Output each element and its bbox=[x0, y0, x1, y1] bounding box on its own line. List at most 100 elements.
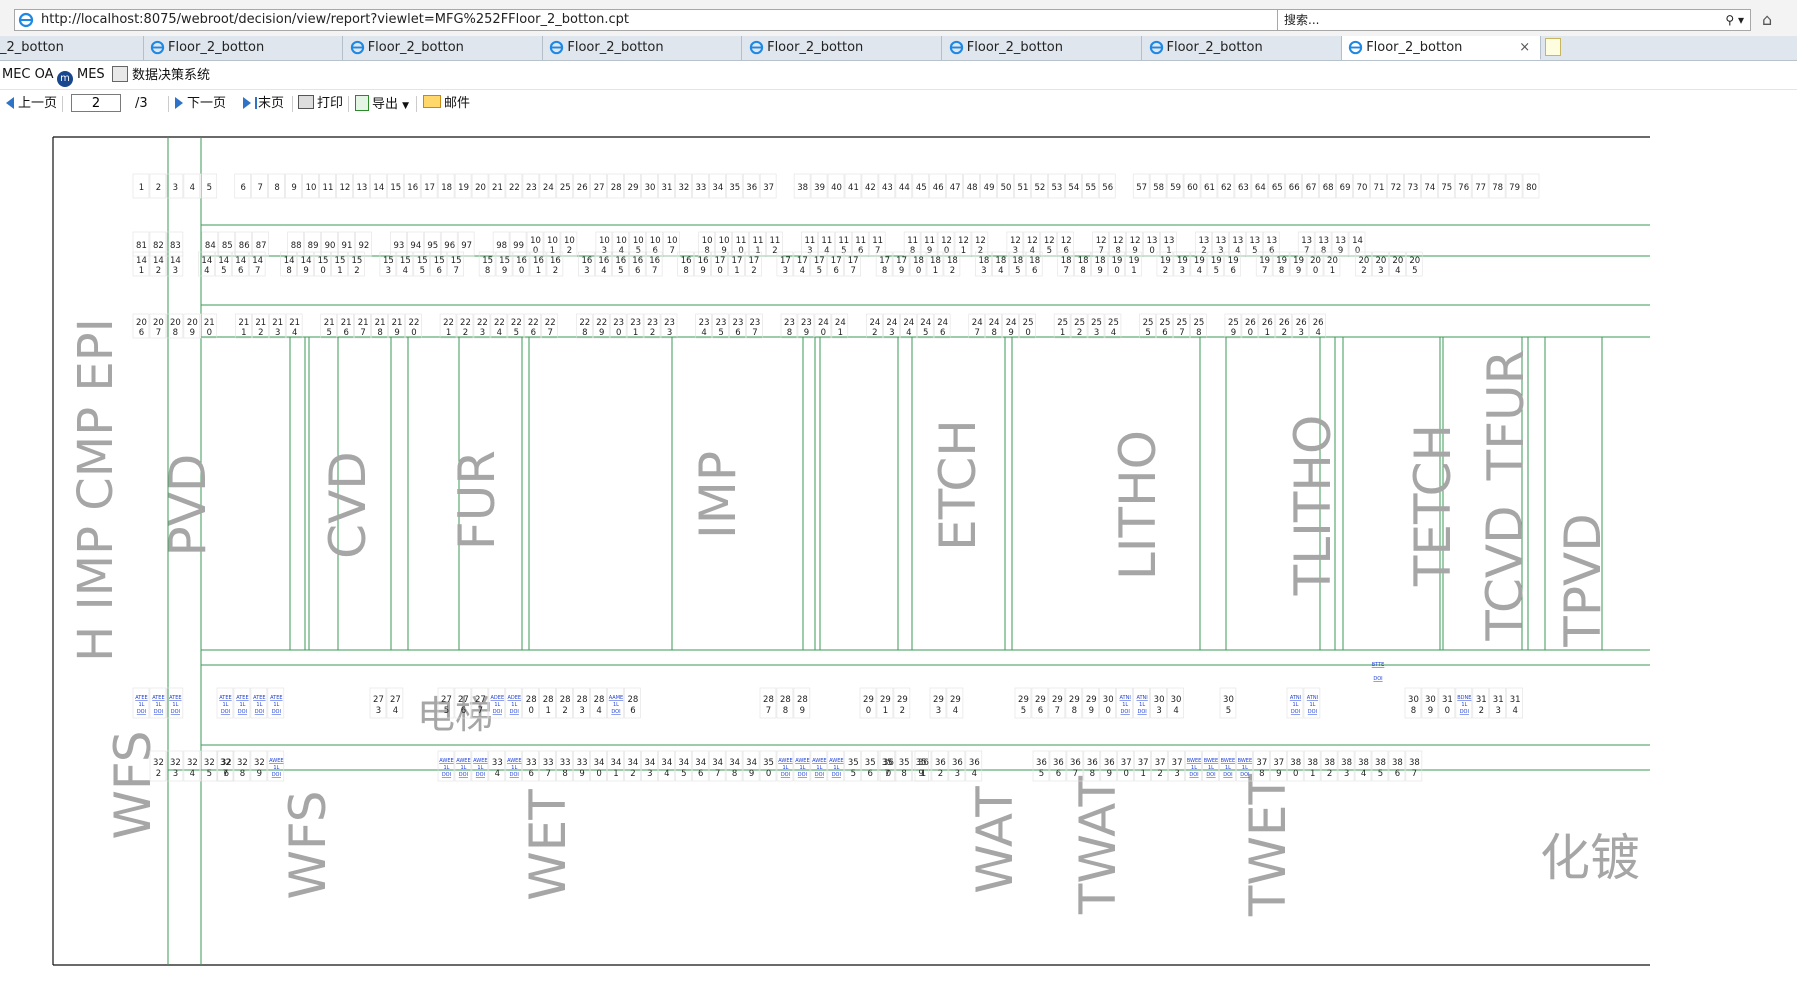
slot-number[interactable]: 1 bbox=[633, 328, 638, 338]
slot-cell[interactable] bbox=[304, 231, 321, 257]
slot-number[interactable]: 7 bbox=[1055, 706, 1060, 716]
slot-number[interactable]: 8 bbox=[1279, 266, 1284, 276]
slot-number[interactable]: 0 bbox=[1124, 769, 1129, 779]
slot-cell[interactable] bbox=[354, 313, 371, 339]
slot-number[interactable]: 28 bbox=[628, 695, 639, 705]
slot-cell[interactable] bbox=[1092, 231, 1109, 257]
slot-number[interactable]: 16 bbox=[533, 256, 544, 266]
tool-link[interactable]: 1L bbox=[256, 702, 262, 708]
slot-cell[interactable] bbox=[851, 231, 869, 257]
slot-cell[interactable] bbox=[916, 313, 934, 339]
slot-number[interactable]: 2 bbox=[553, 266, 558, 276]
slot-cell[interactable] bbox=[1126, 231, 1143, 257]
slot-number[interactable]: 27 bbox=[441, 695, 452, 705]
slot-cell[interactable] bbox=[892, 251, 910, 277]
slot-number[interactable]: 7 bbox=[453, 266, 458, 276]
slot-cell[interactable] bbox=[1133, 687, 1150, 719]
slot-cell[interactable] bbox=[578, 251, 595, 277]
slot-number[interactable]: 6 bbox=[858, 246, 863, 256]
slot-number[interactable]: 12 bbox=[1061, 236, 1072, 246]
slot-cell[interactable] bbox=[646, 231, 663, 257]
slot-number[interactable]: 51 bbox=[1018, 183, 1029, 193]
slot-cell[interactable] bbox=[396, 251, 414, 277]
slot-cell[interactable] bbox=[231, 251, 249, 277]
slot-number[interactable]: 0 bbox=[916, 266, 921, 276]
slot-cell[interactable] bbox=[1151, 750, 1168, 782]
slot-number[interactable]: 5 bbox=[1378, 769, 1383, 779]
slot-number[interactable]: 18 bbox=[1078, 256, 1089, 266]
slot-number[interactable]: 13 bbox=[1249, 236, 1260, 246]
slot-cell[interactable] bbox=[868, 231, 886, 257]
slot-cell[interactable] bbox=[1167, 687, 1184, 719]
tool-link[interactable]: DOI bbox=[1121, 709, 1130, 715]
slot-number[interactable]: 4 bbox=[190, 769, 195, 779]
slot-cell[interactable] bbox=[1302, 173, 1319, 199]
slot-number[interactable]: 4 bbox=[800, 266, 805, 276]
slot-cell[interactable] bbox=[573, 750, 590, 782]
slot-cell[interactable] bbox=[793, 687, 811, 719]
slot-number[interactable]: 22 bbox=[528, 318, 539, 328]
slot-number[interactable]: 23 bbox=[750, 318, 761, 328]
slot-number[interactable]: 2 bbox=[354, 266, 359, 276]
slot-cell[interactable] bbox=[929, 687, 947, 719]
slot-number[interactable]: 79 bbox=[1509, 183, 1520, 193]
slot-cell[interactable] bbox=[248, 251, 266, 277]
slot-cell[interactable] bbox=[526, 231, 544, 257]
tool-link[interactable]: AWEE bbox=[507, 758, 521, 764]
slot-number[interactable]: 5 bbox=[514, 328, 519, 338]
slot-cell[interactable] bbox=[1275, 313, 1293, 339]
slot-number[interactable]: 34 bbox=[678, 758, 689, 768]
slot-number[interactable]: 9 bbox=[1296, 266, 1301, 276]
slot-number[interactable]: 24 bbox=[835, 318, 846, 328]
tool-link[interactable]: AWEE bbox=[812, 758, 826, 764]
slot-number[interactable]: 3 bbox=[602, 246, 607, 256]
slot-cell[interactable] bbox=[252, 231, 269, 257]
slot-number[interactable]: 1 bbox=[241, 328, 246, 338]
slot-number[interactable]: 67 bbox=[1306, 183, 1317, 193]
slot-number[interactable]: 0 bbox=[533, 246, 538, 256]
slot-number[interactable]: 70 bbox=[1357, 183, 1368, 193]
slot-cell[interactable] bbox=[1323, 251, 1341, 277]
new-tab-button[interactable] bbox=[1545, 38, 1561, 56]
page-number-input[interactable] bbox=[71, 94, 121, 112]
slot-cell[interactable] bbox=[234, 173, 251, 199]
browser-tab[interactable]: Floor_2_botton× bbox=[1342, 36, 1542, 60]
slot-number[interactable]: 14 bbox=[1352, 236, 1363, 246]
export-button[interactable]: 导出 ▼ bbox=[355, 95, 409, 115]
slot-number[interactable]: 66 bbox=[1289, 183, 1300, 193]
slot-number[interactable]: 6 bbox=[653, 246, 658, 256]
slot-cell[interactable] bbox=[215, 251, 232, 277]
slot-cell[interactable] bbox=[1229, 231, 1246, 257]
slot-number[interactable]: 21 bbox=[492, 183, 503, 193]
tool-link[interactable]: ATEE bbox=[169, 695, 181, 701]
browser-tab[interactable]: Floor_2_botton bbox=[943, 36, 1142, 60]
slot-cell[interactable] bbox=[745, 251, 762, 277]
tool-link[interactable]: DOI bbox=[255, 709, 264, 715]
slot-cell[interactable] bbox=[149, 251, 167, 277]
slot-cell[interactable] bbox=[1195, 231, 1212, 257]
slot-number[interactable]: 36 bbox=[952, 758, 963, 768]
tool-link[interactable]: BWEE bbox=[1204, 758, 1219, 764]
slot-number[interactable]: 6 bbox=[529, 769, 534, 779]
slot-number[interactable]: 9 bbox=[749, 769, 754, 779]
slot-cell[interactable] bbox=[624, 687, 641, 719]
slot-cell[interactable] bbox=[607, 687, 624, 719]
slot-number[interactable]: 9 bbox=[927, 246, 932, 256]
slot-cell[interactable] bbox=[749, 231, 766, 257]
slot-number[interactable]: 1 bbox=[1310, 769, 1315, 779]
slot-number[interactable]: 8 bbox=[562, 769, 567, 779]
slot-number[interactable]: 13 bbox=[1147, 236, 1158, 246]
browser-tab[interactable]: Floor_2_botton bbox=[1143, 36, 1342, 60]
slot-number[interactable]: 29 bbox=[628, 183, 639, 193]
slot-number[interactable]: 13 bbox=[1266, 236, 1277, 246]
slot-number[interactable]: 17 bbox=[749, 256, 760, 266]
slot-number[interactable]: 94 bbox=[410, 241, 421, 251]
slot-number[interactable]: 5 bbox=[681, 769, 686, 779]
slot-number[interactable]: 99 bbox=[513, 241, 524, 251]
slot-cell[interactable] bbox=[437, 750, 455, 782]
slot-cell[interactable] bbox=[628, 251, 646, 277]
tool-link[interactable]: DOI bbox=[272, 772, 281, 778]
slot-cell[interactable] bbox=[1353, 173, 1370, 199]
tool-link[interactable]: DOI bbox=[171, 709, 180, 715]
slot-number[interactable]: 41 bbox=[848, 183, 859, 193]
